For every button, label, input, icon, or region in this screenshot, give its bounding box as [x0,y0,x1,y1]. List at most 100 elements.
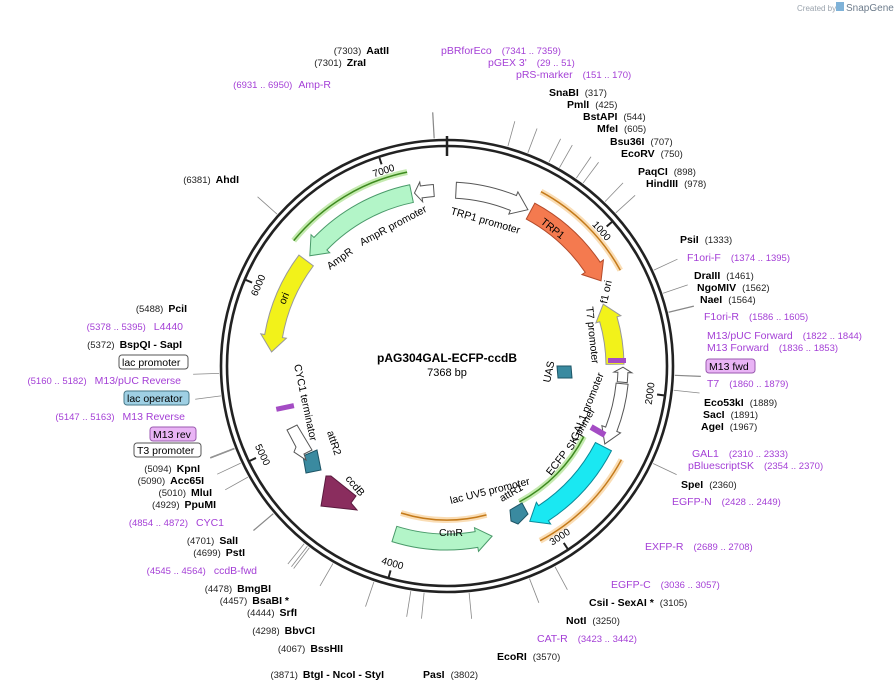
site-leader [529,578,540,603]
svg-text:PaqCI(898): PaqCI(898) [638,166,696,178]
primer-range: (2310 .. 2333) [729,449,788,460]
site-leader [653,258,678,271]
site-name: AhdI [216,174,239,186]
primer-name: CYC1 [196,517,224,529]
tick-label: 4000 [380,556,405,573]
site-pos: (3570) [533,652,560,663]
site-name: SnaBI [549,87,579,99]
amp-arc-line [293,171,408,242]
site-leader [582,161,599,184]
site-leader [209,447,235,458]
tick-label: 6000 [250,273,269,298]
site-pos: (707) [650,137,672,148]
site-leader [468,592,473,619]
svg-text:DraIII(1461): DraIII(1461) [694,270,754,282]
svg-text:(4478)BmgBI: (4478)BmgBI [205,583,271,595]
site-pos: (5010) [159,488,186,499]
m13-rev-box [149,426,197,442]
svg-text:PsiI(1333): PsiI(1333) [680,234,732,246]
site-name: AgeI [701,421,724,433]
site-pos: (1891) [731,410,758,421]
m13-rev-label: M13 rev [153,429,192,441]
site-name: HindIII [646,178,678,190]
plasmid-name: pAG304GAL-ECFP-ccdB [377,351,517,365]
svg-text:F1ori-F(1374 .. 1395): F1ori-F (1374 .. 1395) [687,252,790,264]
svg-text:MfeI(605): MfeI(605) [597,123,646,135]
site-pos: (5488) [136,304,163,315]
ecfp-arrow [529,441,613,525]
site-name: ZraI [347,57,366,69]
site-pos: (605) [624,124,646,135]
site-name: BtgI - NcoI - StyI [303,669,384,681]
primer-range: (1836 .. 1853) [779,343,838,354]
trp1-promoter-arrow [455,181,529,215]
primer-name: CAT-R [537,633,568,645]
svg-text:(6931 .. 6950)Amp-R: (6931 .. 6950)Amp-R [233,79,331,91]
site-pos: (7303) [334,46,361,57]
boxed-labels: M13 fwd lac promoter lac operator M13 re… [118,354,756,458]
site-name: NgoMIV [697,282,736,294]
site-name: MluI [191,487,212,499]
svg-text:(4545 .. 4564)ccdB-fwd: (4545 .. 4564)ccdB-fwd [147,565,257,577]
site-name: PsiI [680,234,699,246]
m13-site-box [608,358,626,363]
primer-range: (4854 .. 4872) [129,518,188,529]
primer-name: M13/pUC Forward [707,330,793,342]
svg-text:(6381)AhdI: (6381)AhdI [183,174,239,186]
svg-text:Bsu36I(707): Bsu36I (707) [610,136,673,148]
tick-label: 2000 [644,381,658,405]
svg-text:EcoRV(750): EcoRV(750) [621,148,683,160]
site-leader [257,196,278,215]
site-name: Bsu36I [610,136,645,148]
primer-range: (1586 .. 1605) [749,312,808,323]
f1-ori-label: f1 ori [598,279,615,304]
primer-name: F1ori-F [687,252,721,264]
svg-text:T7(1860 .. 1879): T7(1860 .. 1879) [707,378,788,390]
svg-text:(4444)SrfI: (4444)SrfI [247,607,297,619]
tick-mark [248,457,257,463]
site-leader [287,543,305,565]
cmr-label: CmR [439,527,463,539]
site-leader [365,581,375,607]
svg-text:CAT-R(3423 .. 3442): CAT-R (3423 .. 3442) [537,633,637,645]
svg-text:(5090)Acc65I: (5090)Acc65I [138,475,204,487]
site-name: PasI [423,669,445,681]
svg-text:(5094)KpnI: (5094)KpnI [144,463,200,475]
m13-fwd-label: M13 fwd [709,361,749,373]
site-pos: (3802) [451,670,478,681]
snapgene-logo-icon [836,2,844,11]
svg-text:SacI(1891): SacI(1891) [703,409,758,421]
ori-arrow [259,254,315,353]
svg-text:(7303)AatII: (7303)AatII [334,45,389,57]
svg-text:(4929)PpuMI: (4929)PpuMI [152,499,216,511]
site-labels: (7303)AatII (7301)ZraI SnaBI(317) PmlI(4… [87,45,777,681]
primer-range: (2689 .. 2708) [694,542,753,553]
site-leader [559,144,573,168]
svg-text:M13 Forward(1836 .. 1853): M13 Forward (1836 .. 1853) [707,342,838,354]
site-leader [662,284,688,294]
site-leader [615,195,636,214]
site-pos: (5090) [138,476,165,487]
sk-primer-box [589,424,607,438]
site-name: EcoRV [621,148,655,160]
site-pos: (1564) [728,295,755,306]
site-leader [253,513,274,531]
lac-promoter-label: lac promoter [122,357,181,369]
tick-mark [656,393,666,397]
site-pos: (4444) [247,608,274,619]
svg-text:F1ori-R(1586 .. 1605): F1ori-R(1586 .. 1605) [704,311,808,323]
primer-range: (1374 .. 1395) [731,253,790,264]
site-name: PstI [226,547,245,559]
svg-text:(4699)PstI: (4699)PstI [193,547,245,559]
primer-range: (3423 .. 3442) [578,634,637,645]
site-name: PciI [168,303,187,315]
primer-range: (6931 .. 6950) [233,80,292,91]
ori-label: ori [277,291,292,306]
svg-text:(5372)BspQI - SapI: (5372)BspQI - SapI [87,339,182,351]
site-leader [668,305,694,313]
ecfp-orange-line [539,459,623,542]
primer-name: M13 Forward [707,342,769,354]
lac-operator-label: lac operator [127,393,183,405]
site-leader [652,463,677,475]
site-name: BbvCI [285,625,315,637]
